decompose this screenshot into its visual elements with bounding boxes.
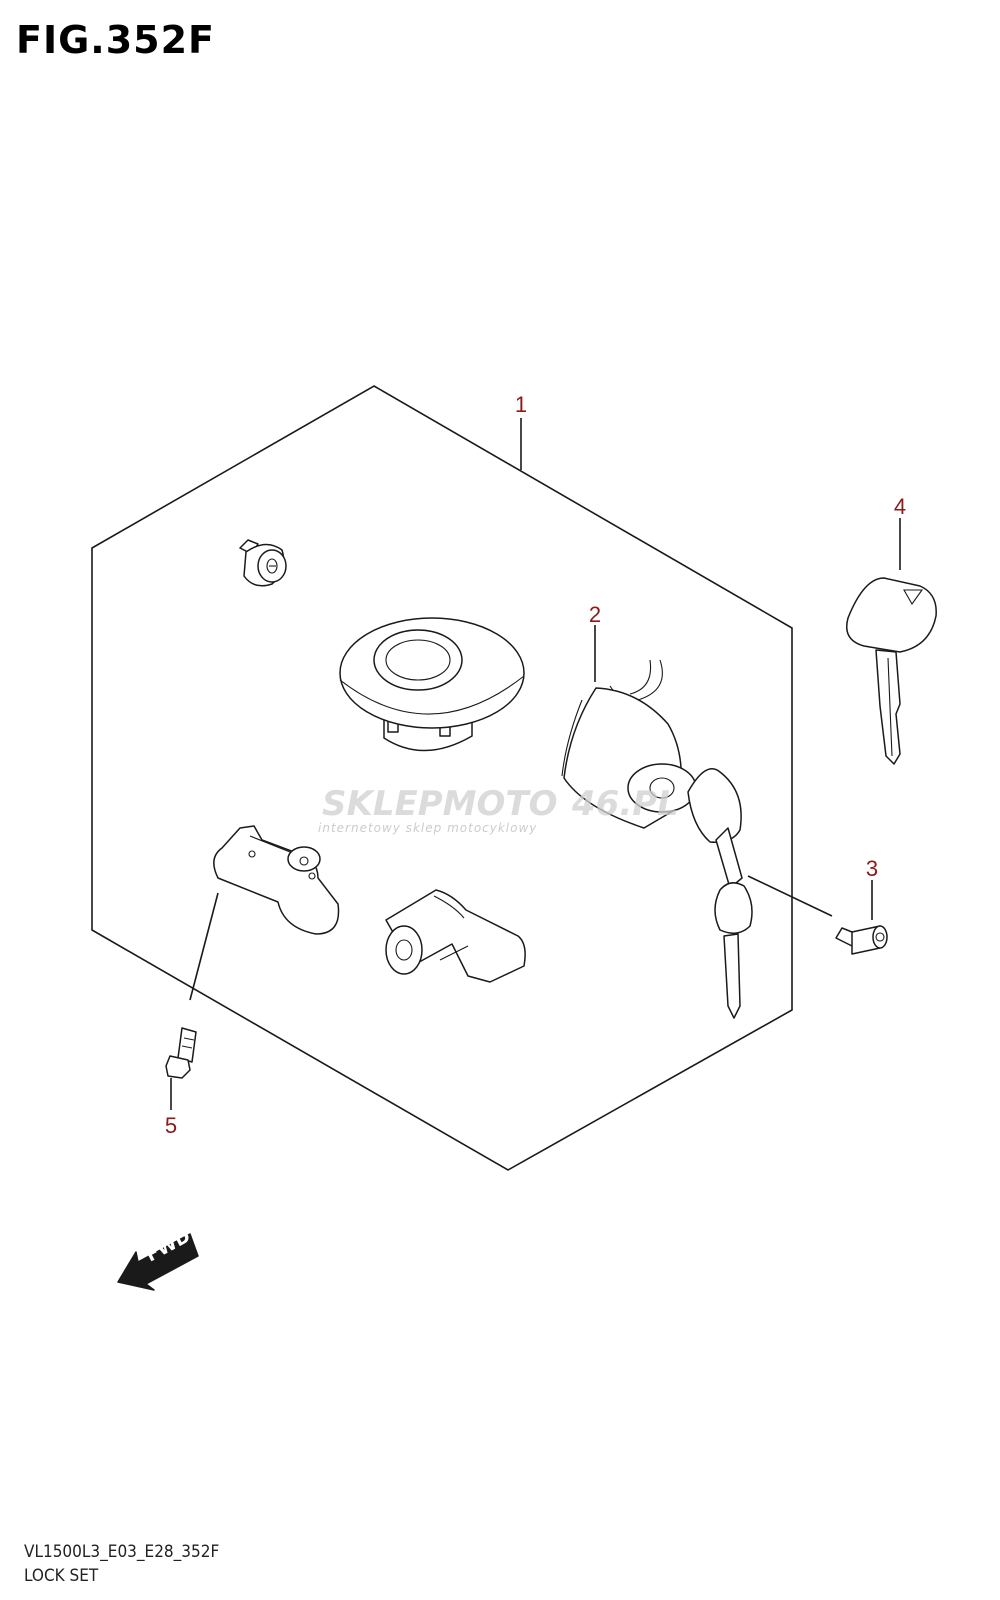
callout-4: 4 xyxy=(894,494,906,519)
svg-text:SKLEPMOTO: SKLEPMOTO xyxy=(322,784,557,824)
leader-line-3b xyxy=(747,875,833,917)
ignition-key-part xyxy=(846,577,937,765)
svg-text:46.PL: 46.PL xyxy=(571,784,679,824)
lock-set-kit-outline xyxy=(91,385,793,1171)
forward-direction-arrow: FWD xyxy=(117,1226,199,1291)
lock-bracket-part xyxy=(213,825,340,935)
callout-5: 5 xyxy=(165,1113,177,1138)
seat-lock-assembly-part xyxy=(561,659,753,1019)
diagram-caption: LOCK SET xyxy=(24,1566,99,1586)
helmet-lock-part xyxy=(385,889,526,983)
leader-line-5 xyxy=(189,892,219,1001)
callout-2: 2 xyxy=(589,602,601,627)
figure-title: FIG.352F xyxy=(16,18,216,62)
diagram-code: VL1500L3_E03_E28_352F xyxy=(24,1542,220,1562)
screw-part xyxy=(835,925,888,955)
callout-3: 3 xyxy=(866,856,878,881)
small-lock-cylinder-part xyxy=(239,539,287,587)
small-bolt-part xyxy=(165,1027,197,1079)
callout-1: 1 xyxy=(515,392,527,417)
fuel-cap-part xyxy=(339,617,525,752)
shop-watermark: SKLEPMOTO 46.PL internetowy sklep motocy… xyxy=(318,784,679,835)
svg-text:internetowy sklep motocyklowy: internetowy sklep motocyklowy xyxy=(318,821,537,835)
